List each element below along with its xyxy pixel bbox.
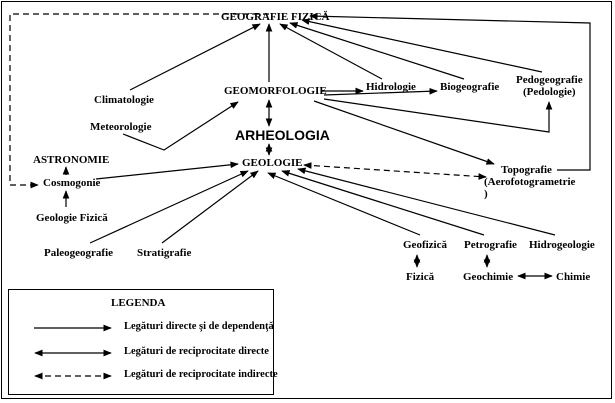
node-pedogeografie-line2: (Pedologie) — [523, 86, 576, 98]
edge-geomorfologie-biogeografie — [323, 87, 438, 96]
node-geologie: GEOLOGIE — [242, 157, 303, 169]
edge-geofizica-geologie — [267, 172, 421, 236]
node-paleogeografie: Paleogeografie — [44, 247, 114, 259]
edge-meteorologie-geomorfologie — [122, 101, 239, 151]
edge-cosmogonie-geologie — [95, 161, 239, 180]
node-topografie-line3: ) — [484, 188, 488, 200]
edge-stratigrafie-geologie — [161, 170, 259, 244]
edge-climatologie-geografie — [129, 23, 261, 91]
node-topografie: Topografie (Aerofotogrametrie ) — [484, 164, 575, 200]
node-geofizica: Geofizică — [403, 239, 447, 251]
node-astronomie: ASTRONOMIE — [33, 154, 110, 166]
edge-pedogeografie-geografie — [301, 18, 543, 73]
legend-arrow-reciprocal-indirect — [34, 372, 112, 380]
node-geochimie: Geochimie — [463, 271, 514, 283]
node-topografie-line2: (Aerofotogrametrie — [484, 176, 576, 188]
edge-biogeografie-geografie — [289, 22, 465, 80]
node-hidrologie: Hidrologie — [366, 81, 416, 93]
node-climatologie: Climatologie — [94, 94, 154, 106]
node-geografie-fizica: GEOGRAFIE FIZICĂ — [221, 11, 330, 23]
node-cosmogonie: Cosmogonie — [43, 177, 101, 189]
edge-petrografie-geologie — [281, 170, 485, 236]
legend: LEGENDA Legături directe şi de dependenţ… — [8, 289, 278, 395]
legend-title: LEGENDA — [111, 297, 166, 309]
edge-dashed-frame — [9, 13, 269, 189]
node-petrografie: Petrografie — [464, 239, 517, 251]
node-stratigrafie: Stratigrafie — [137, 247, 192, 259]
legend-label-direct: Legături directe şi de dependenţă — [124, 321, 274, 332]
node-meteorologie: Meteorologie — [90, 121, 152, 133]
edge-paleogeografie-geologie — [89, 170, 249, 244]
edge-topografie-geografie — [309, 12, 591, 171]
legend-label-reciprocal-direct: Legături de reciprocitate directe — [124, 346, 269, 357]
node-pedogeografie-line1: Pedogeografie — [516, 74, 583, 86]
node-geologie-fizica: Geologie Fizică — [36, 212, 108, 224]
edge-hidrogeologie-geologie — [297, 167, 556, 236]
node-hidrogeologie: Hidrogeologie — [529, 239, 595, 251]
legend-arrow-reciprocal-direct — [34, 349, 112, 357]
node-topografie-line1: Topografie — [501, 164, 552, 176]
edge-hidrologie-geografie — [279, 23, 383, 80]
node-chimie: Chimie — [556, 271, 591, 283]
node-geomorfologie: GEOMORFOLOGIE — [224, 85, 327, 97]
node-pedogeografie: Pedogeografie (Pedologie) — [516, 74, 583, 98]
legend-label-reciprocal-indirect: Legături de reciprocitate indirecte — [124, 369, 278, 380]
edge-geologie-topografie — [303, 162, 487, 180]
edge-geomorfologie-pedogeografie — [323, 98, 553, 133]
edge-geomorfologie-topografie — [313, 100, 495, 165]
node-arheologia: ARHEOLOGIA — [235, 127, 330, 143]
node-fizica: Fizică — [406, 271, 435, 283]
node-biogeografie: Biogeografie — [440, 81, 500, 93]
legend-arrow-direct — [34, 324, 112, 332]
